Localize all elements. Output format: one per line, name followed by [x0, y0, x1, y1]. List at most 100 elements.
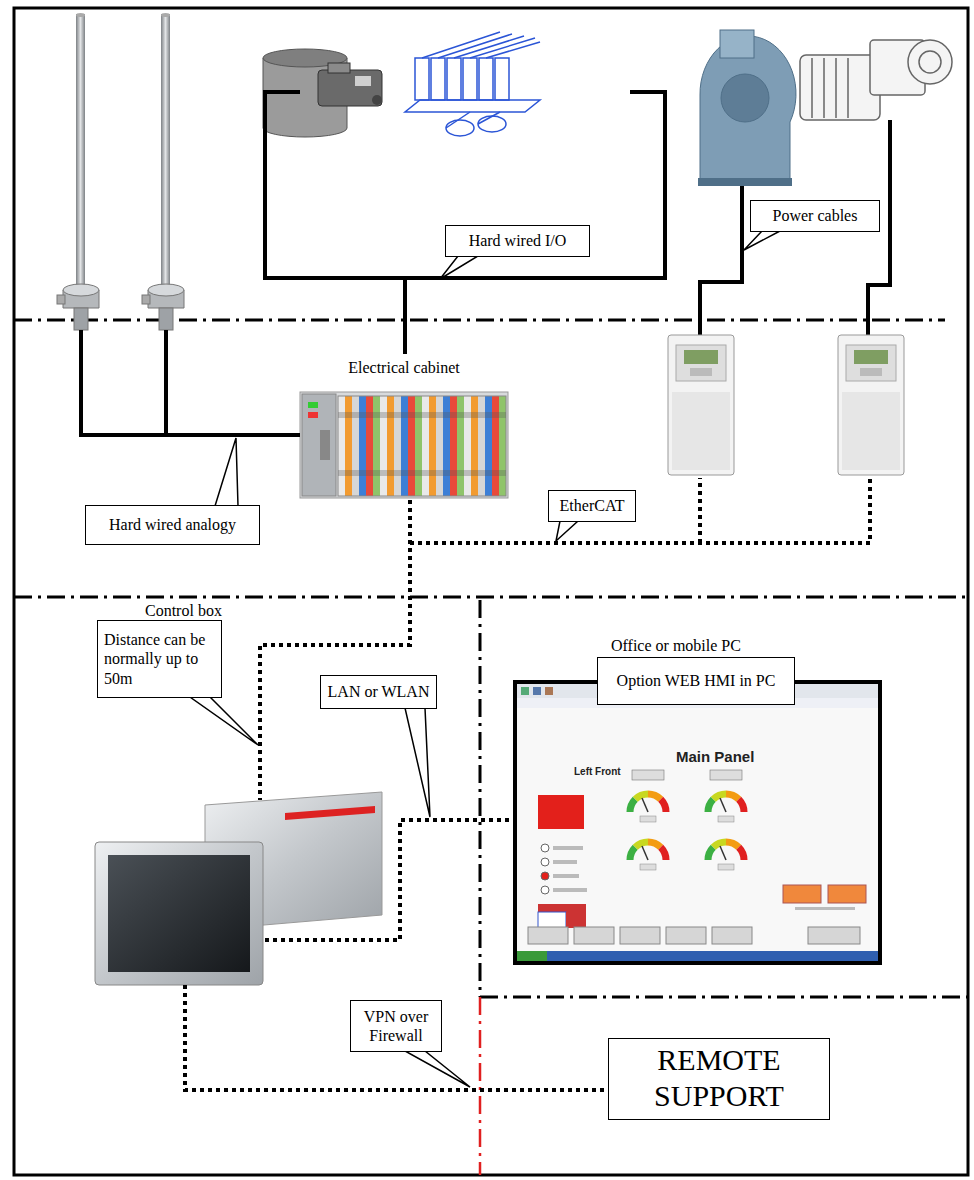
gear-motor	[800, 40, 952, 120]
callout-box: Power cables	[750, 200, 880, 232]
zone-divider	[479, 600, 482, 997]
terminal-rail	[338, 470, 506, 476]
callout-box: Hard wired I/O	[445, 225, 590, 257]
frequency-drive	[854, 350, 888, 364]
temperature-sensor	[63, 284, 99, 296]
temperature-sensor	[161, 14, 170, 286]
hmi-screen	[517, 684, 878, 961]
remote-support-box: REMOTE SUPPORT	[608, 1038, 830, 1120]
valve-manifold	[431, 58, 445, 100]
hmi-screen	[541, 872, 549, 880]
callout-tail	[440, 256, 478, 279]
node-text: Distance can be normally up to 50m	[104, 630, 215, 688]
terminal-rail	[338, 412, 506, 418]
damper-valve	[328, 63, 350, 73]
control-box: Control box	[95, 800, 265, 985]
callout-tail	[405, 708, 430, 817]
hmi-screen	[553, 888, 587, 892]
hmi-screen	[712, 927, 752, 944]
hmi-screen	[521, 687, 529, 695]
callout-box: Hard wired analogy	[85, 505, 260, 545]
callout-box: VPN over Firewall	[350, 1000, 442, 1052]
hmi-screen	[808, 927, 860, 944]
frequency-drive	[690, 368, 712, 376]
callout-tail	[556, 521, 578, 541]
temperature-sensor	[159, 308, 173, 330]
valve-manifold	[463, 58, 477, 100]
callout-tail	[215, 438, 238, 506]
hmi-screen	[553, 874, 579, 878]
hmi-screen	[528, 927, 568, 944]
radial-fan	[698, 30, 796, 186]
hmi-screen	[541, 858, 549, 866]
node-text: Power cables	[757, 206, 873, 225]
node-text: Hard wired I/O	[452, 231, 583, 250]
network-connector	[185, 985, 608, 1090]
hmi-screen	[517, 951, 878, 961]
frequency-drive	[668, 335, 734, 475]
node-text: LAN or WLAN	[327, 682, 430, 701]
hmi-screen	[666, 927, 706, 944]
io-wire	[403, 278, 407, 354]
damper-valve	[355, 76, 371, 86]
outer-frame	[14, 8, 968, 1175]
network-connector	[265, 820, 513, 940]
hmi-screen	[708, 842, 744, 870]
terminal-rail	[300, 392, 508, 498]
control-panel	[95, 792, 382, 985]
power-cable	[700, 120, 890, 335]
frequency-drive	[672, 392, 730, 470]
valve-manifold	[495, 58, 509, 100]
temperature-sensor	[74, 308, 88, 330]
terminal-rail	[302, 394, 336, 496]
node-text: EtherCAT	[555, 496, 629, 515]
terminal-rail	[338, 396, 506, 496]
temperature-sensor	[142, 295, 150, 304]
valve-manifold	[446, 120, 474, 136]
electrical-cabinet: Electrical cabinet	[298, 358, 510, 500]
valve-manifold	[446, 112, 500, 128]
hmi-screen	[517, 684, 878, 961]
valve-manifold	[405, 100, 540, 112]
node-text: VPN over Firewall	[357, 1007, 435, 1045]
hmi-screen	[710, 770, 742, 780]
temperature-sensor	[142, 13, 184, 330]
hmi-screen	[533, 687, 541, 695]
frequency-drive	[846, 345, 896, 381]
analog-wire	[164, 330, 168, 435]
node-text: Hard wired analogy	[92, 515, 253, 534]
hmi-screen	[795, 907, 855, 910]
zone-divider	[14, 319, 945, 322]
gear-motor	[800, 55, 880, 120]
frequency-drive	[676, 345, 726, 381]
hmi-screen	[630, 842, 666, 870]
hmi-screen	[620, 927, 660, 944]
hmi-screen	[708, 794, 744, 822]
zone-divider	[14, 596, 968, 599]
analog-wire	[81, 330, 300, 435]
valve-manifold	[422, 32, 540, 58]
hmi-screen	[541, 886, 549, 894]
frequency-drive	[838, 335, 904, 475]
node-text: REMOTE SUPPORT	[617, 1042, 821, 1114]
gear-motor	[812, 58, 848, 118]
damper-valve	[372, 95, 382, 105]
hmi-screen	[538, 904, 586, 912]
zone-divider	[480, 996, 968, 999]
callout-tail	[744, 231, 780, 250]
temperature-sensor	[57, 13, 99, 330]
network-connector	[260, 500, 410, 800]
power-cable	[700, 186, 742, 335]
hmi-screen	[783, 885, 821, 903]
hmi-screen	[538, 912, 566, 928]
hmi-screen	[566, 912, 586, 928]
frequency-drive	[668, 335, 734, 475]
callout-box: Option WEB HMI in PC	[597, 657, 795, 705]
valve-manifold	[415, 58, 429, 100]
node-text: Office or mobile PC	[611, 636, 741, 655]
temperature-sensor	[76, 13, 85, 17]
control-panel	[108, 855, 250, 972]
screen-label: Left Front	[574, 766, 621, 777]
